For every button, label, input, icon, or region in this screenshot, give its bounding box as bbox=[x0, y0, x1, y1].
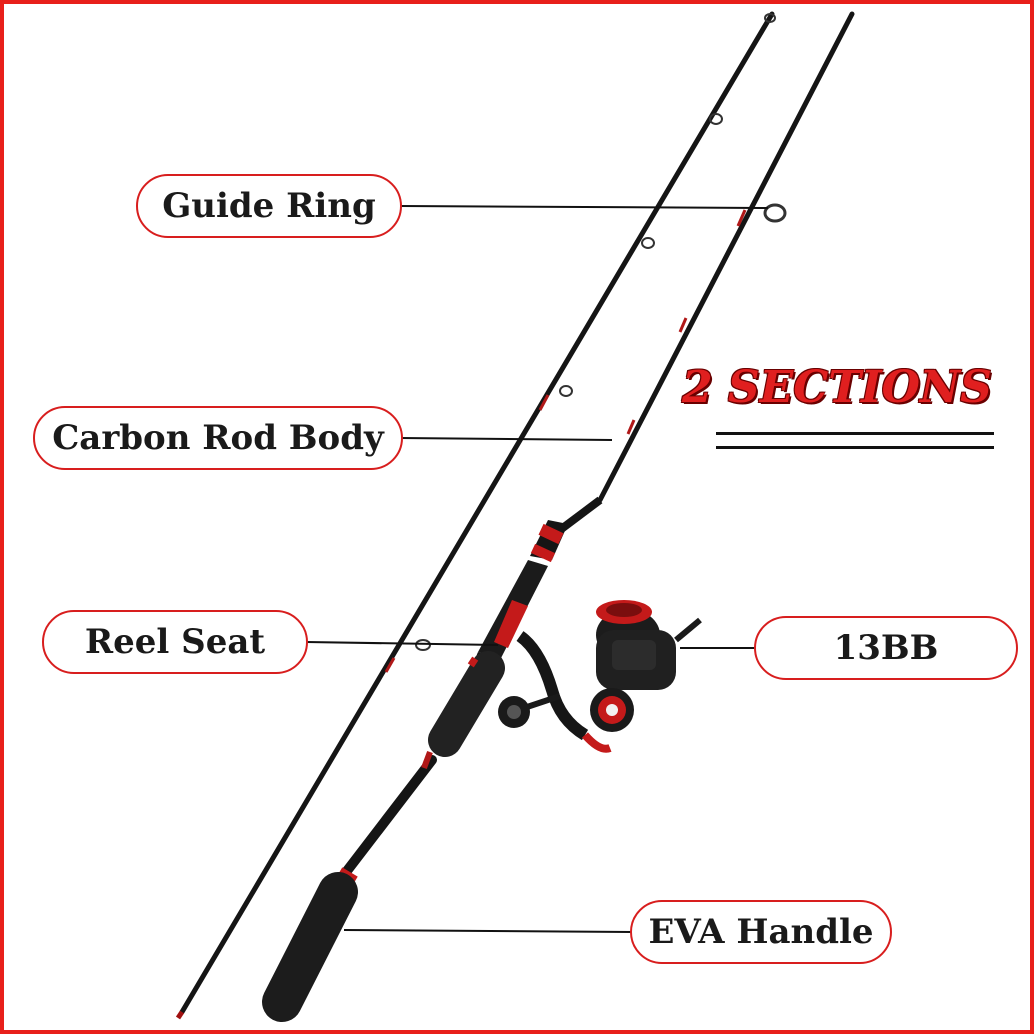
carbon-rod-body-label: Carbon Rod Body bbox=[33, 406, 403, 470]
spinning-reel bbox=[498, 600, 702, 753]
callout-lines bbox=[305, 205, 769, 933]
headline-underline-top bbox=[716, 432, 994, 435]
eva-rear-handle bbox=[262, 867, 358, 1022]
reel-seat-assembly bbox=[428, 520, 568, 757]
eva-handle-label: EVA Handle bbox=[630, 900, 892, 964]
sections-headline: 2 SECTIONS bbox=[682, 362, 992, 413]
guide-ring-label: Guide Ring bbox=[136, 174, 402, 238]
bearings-label: 13BB bbox=[754, 616, 1018, 680]
reel-seat-label: Reel Seat bbox=[42, 610, 308, 674]
rod-butt-section bbox=[335, 11, 855, 885]
headline-underline-bottom bbox=[716, 446, 994, 449]
rod-tip-section bbox=[175, 11, 776, 1020]
